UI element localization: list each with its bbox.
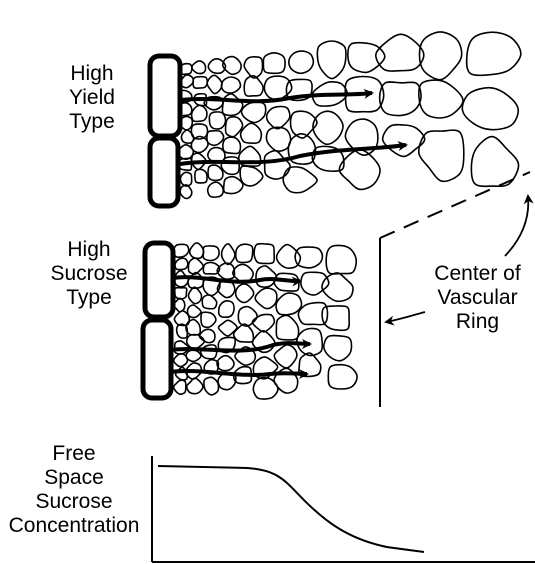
pointer-to-dashed-line xyxy=(505,196,528,256)
cell xyxy=(199,329,215,342)
cell xyxy=(202,295,216,309)
cell xyxy=(192,61,206,74)
cell xyxy=(180,185,192,199)
cell xyxy=(339,150,380,190)
cell xyxy=(266,127,290,151)
cell xyxy=(419,80,463,118)
cell xyxy=(380,82,421,116)
high-yield-tissue-cells xyxy=(178,32,521,199)
cell xyxy=(174,380,186,394)
cell xyxy=(419,130,464,181)
cell xyxy=(267,107,290,129)
cell xyxy=(193,77,207,89)
cell xyxy=(252,314,274,332)
cell xyxy=(187,335,205,349)
cell xyxy=(295,247,322,268)
cell xyxy=(217,263,234,279)
cell xyxy=(186,350,201,361)
cell xyxy=(238,307,257,327)
cell xyxy=(174,244,189,257)
high-yield-phloem-bundle xyxy=(150,56,180,206)
concentration-graph xyxy=(152,456,535,562)
cell xyxy=(195,169,207,183)
cell xyxy=(209,112,225,129)
high-sucrose-phloem-bundle xyxy=(143,243,173,398)
cell xyxy=(256,266,276,287)
cell xyxy=(467,32,521,75)
cell xyxy=(203,246,219,261)
cell xyxy=(241,102,265,122)
cell xyxy=(324,336,352,361)
cell xyxy=(188,273,203,289)
ring-dashed-line xyxy=(380,172,530,238)
cell xyxy=(187,305,200,318)
cell xyxy=(289,51,314,73)
cell xyxy=(276,315,298,340)
center-pointer-arrows xyxy=(386,196,528,322)
cell xyxy=(192,105,207,121)
cell xyxy=(187,378,203,394)
concentration-curve xyxy=(158,466,424,552)
cell xyxy=(240,166,263,186)
cell xyxy=(222,94,242,116)
cell xyxy=(222,244,235,265)
cell xyxy=(217,356,234,371)
cell xyxy=(221,157,239,174)
arrow-high-sucrose-2 xyxy=(171,343,310,351)
pointer-to-solid-line xyxy=(386,312,425,322)
cell xyxy=(207,131,224,146)
cell xyxy=(224,177,243,194)
cell xyxy=(208,165,223,180)
cell xyxy=(255,288,277,309)
cell xyxy=(462,88,518,130)
cell xyxy=(244,57,262,78)
cell xyxy=(348,43,385,73)
cell xyxy=(175,258,188,269)
cell xyxy=(254,244,274,264)
cell xyxy=(181,75,194,88)
cell xyxy=(264,151,290,179)
cell xyxy=(190,243,204,258)
cell xyxy=(317,41,346,79)
cell xyxy=(244,76,263,96)
cell xyxy=(419,32,461,80)
cell xyxy=(188,258,203,274)
cell xyxy=(263,53,285,74)
cell xyxy=(274,345,297,368)
cell xyxy=(219,301,234,317)
cell xyxy=(204,377,219,395)
cell xyxy=(322,306,349,330)
cell xyxy=(223,137,241,153)
cell xyxy=(207,75,222,93)
cell xyxy=(236,244,253,262)
cell xyxy=(276,293,302,315)
cell xyxy=(208,182,224,197)
vascular-ring-boundary xyxy=(380,172,530,407)
cell xyxy=(471,137,518,187)
cell xyxy=(328,365,357,389)
cell xyxy=(326,245,356,273)
cell xyxy=(241,123,262,143)
cell xyxy=(313,111,343,144)
cell xyxy=(236,284,254,303)
cell xyxy=(186,320,200,335)
cell xyxy=(221,77,240,93)
cell xyxy=(189,287,202,303)
arrow-high-sucrose-3 xyxy=(171,371,307,375)
cell xyxy=(180,172,191,186)
cell xyxy=(201,312,216,327)
cell xyxy=(175,288,187,299)
